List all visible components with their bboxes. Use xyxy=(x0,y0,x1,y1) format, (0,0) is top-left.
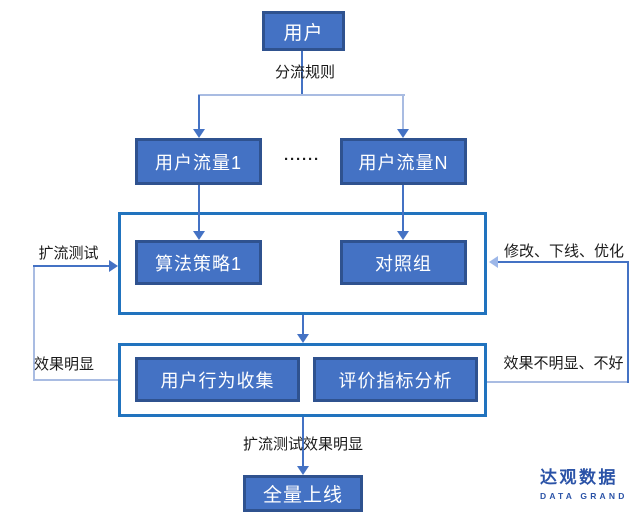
label-effect-unclear: 效果不明显、不好 xyxy=(503,355,624,372)
node-traffic1: 用户流量1 xyxy=(135,138,262,185)
arrowhead-expand-test-icon xyxy=(109,260,118,272)
label-expand-test: 扩流测试 xyxy=(38,245,99,262)
logo-en-text: DATA GRAND xyxy=(540,491,628,501)
datagrand-logo: 达观数据 DATA GRAND xyxy=(540,468,640,501)
label-effect-clear: 效果明显 xyxy=(33,356,94,373)
node-metrics-analysis-label: 评价指标分析 xyxy=(338,370,453,391)
label-split-rule: 分流规则 xyxy=(274,64,335,81)
arrowhead-trafficN-icon xyxy=(397,129,409,138)
feedback-right-vertical xyxy=(627,261,629,383)
arrowhead-traffic1-icon xyxy=(193,129,205,138)
arrowhead-control-icon xyxy=(397,231,409,240)
logo-cn-text: 达观数据 xyxy=(540,468,618,487)
feedback-right-bottom xyxy=(487,381,629,383)
connector-split-rail xyxy=(198,94,405,96)
node-user-label: 用户 xyxy=(283,22,324,44)
connector-group2-launch xyxy=(302,417,304,466)
node-traffic1-label: 用户流量1 xyxy=(154,152,242,173)
node-strategy1: 算法策略1 xyxy=(135,240,262,285)
node-behavior-collect: 用户行为收集 xyxy=(135,357,300,402)
feedback-left-vertical xyxy=(33,265,35,381)
node-user: 用户 xyxy=(262,11,345,51)
feedback-left-bottom xyxy=(33,379,118,381)
connector-traffic1-strategy1 xyxy=(198,185,200,232)
node-full-launch-label: 全量上线 xyxy=(262,485,343,506)
feedback-right-top xyxy=(498,261,629,263)
connector-to-trafficN xyxy=(402,95,404,130)
connector-user-down xyxy=(301,51,303,95)
arrowhead-launch-icon xyxy=(297,466,309,475)
node-metrics-analysis: 评价指标分析 xyxy=(313,357,478,402)
arrowhead-modify-icon xyxy=(489,256,498,268)
node-strategy1-label: 算法策略1 xyxy=(154,253,242,274)
arrowhead-group2-icon xyxy=(297,334,309,343)
label-modify-offline-optimize: 修改、下线、优化 xyxy=(503,243,624,260)
node-full-launch: 全量上线 xyxy=(243,475,363,512)
ellipsis-dots: ······ xyxy=(284,151,320,168)
connector-trafficN-control xyxy=(402,185,404,232)
node-trafficN: 用户流量N xyxy=(340,138,467,185)
connector-group1-group2 xyxy=(302,315,304,335)
connector-to-traffic1 xyxy=(198,95,200,130)
feedback-left-top xyxy=(33,265,109,267)
arrowhead-strategy1-icon xyxy=(193,231,205,240)
node-control-group-label: 对照组 xyxy=(375,253,432,274)
label-expand-test-effect-clear: 扩流测试效果明显 xyxy=(242,436,363,453)
node-control-group: 对照组 xyxy=(340,240,467,285)
node-behavior-collect-label: 用户行为收集 xyxy=(160,370,275,391)
node-trafficN-label: 用户流量N xyxy=(358,152,449,173)
